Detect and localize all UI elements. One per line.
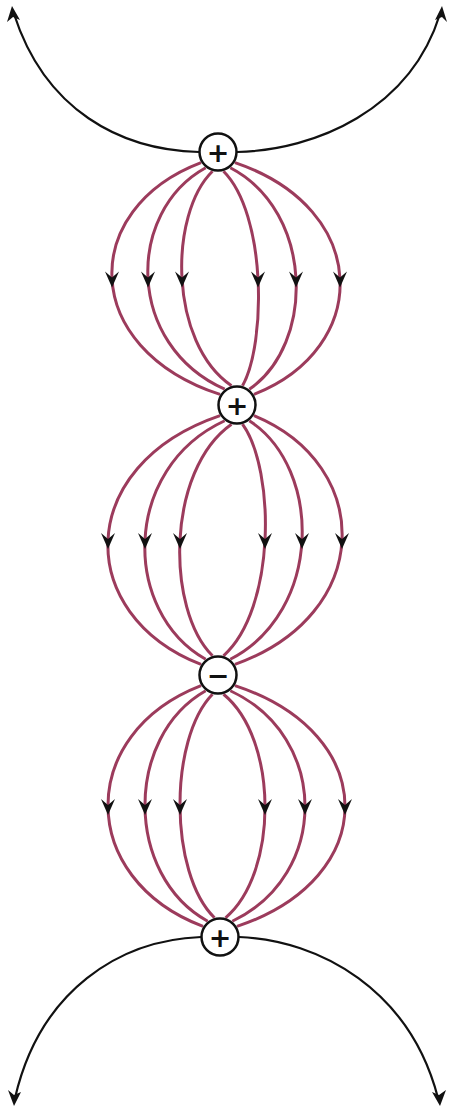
charge-circle: + [217,385,257,425]
charge-sign: + [207,139,230,166]
charge-circle: + [200,917,240,957]
field-line [141,168,225,389]
charge-sign: − [207,662,230,689]
arrowhead [101,799,115,815]
field-line [138,691,208,921]
field-line-path [180,424,232,656]
arrowhead [333,272,347,288]
field-line-path [180,694,214,918]
field-line-path [224,694,265,918]
field-line [101,416,220,665]
field-line-path [230,691,305,921]
field-line-path [235,416,342,665]
field-line-path [112,163,220,395]
arrowhead [141,272,155,288]
field-line-path [182,171,232,386]
arrowhead [138,799,152,815]
arrowhead [335,533,349,549]
field-line-path [235,163,340,395]
arrowhead [8,1090,21,1106]
field-line [175,171,231,386]
field-line [15,937,201,1098]
arrowhead [7,6,20,22]
charge-sign: + [209,924,232,951]
charge-circle: − [198,655,238,695]
charge-circle: + [198,132,238,172]
field-line [224,694,272,918]
field-line-path [230,168,296,389]
arrowhead [258,799,272,815]
field-line [224,424,272,656]
field-line-path [148,168,225,389]
arrowhead [105,272,119,288]
field-line-path [145,421,225,659]
arrowhead [298,799,312,815]
field-line [230,691,312,921]
arrowhead [138,533,152,549]
field-line [105,163,220,395]
field-line [237,14,440,152]
field-line [138,421,225,659]
charge-sign: + [226,392,249,419]
field-line-path [235,686,345,927]
field-line [239,937,438,1098]
field-line [14,14,199,152]
field-line [230,168,303,389]
arrowhead [251,272,265,288]
field-line-path [224,424,266,656]
arrowhead [295,533,309,549]
arrowhead [101,533,115,549]
field-line [173,694,214,918]
field-line [224,171,265,386]
arrowhead [435,6,447,22]
field-line-path [224,171,259,386]
arrowhead [258,533,272,549]
field-line [235,416,349,665]
field-line [230,421,309,659]
arrowhead [175,272,189,288]
field-line-path [230,421,302,659]
arrowhead [173,533,187,549]
field-line-path [145,691,208,921]
field-line [235,686,352,927]
field-line-path [108,686,203,927]
field-line [173,424,231,656]
arrowhead [173,799,187,815]
field-line [101,686,203,927]
field-line [235,163,347,395]
arrowhead [338,799,352,815]
arrowhead [432,1090,446,1106]
arrowhead [289,272,303,288]
